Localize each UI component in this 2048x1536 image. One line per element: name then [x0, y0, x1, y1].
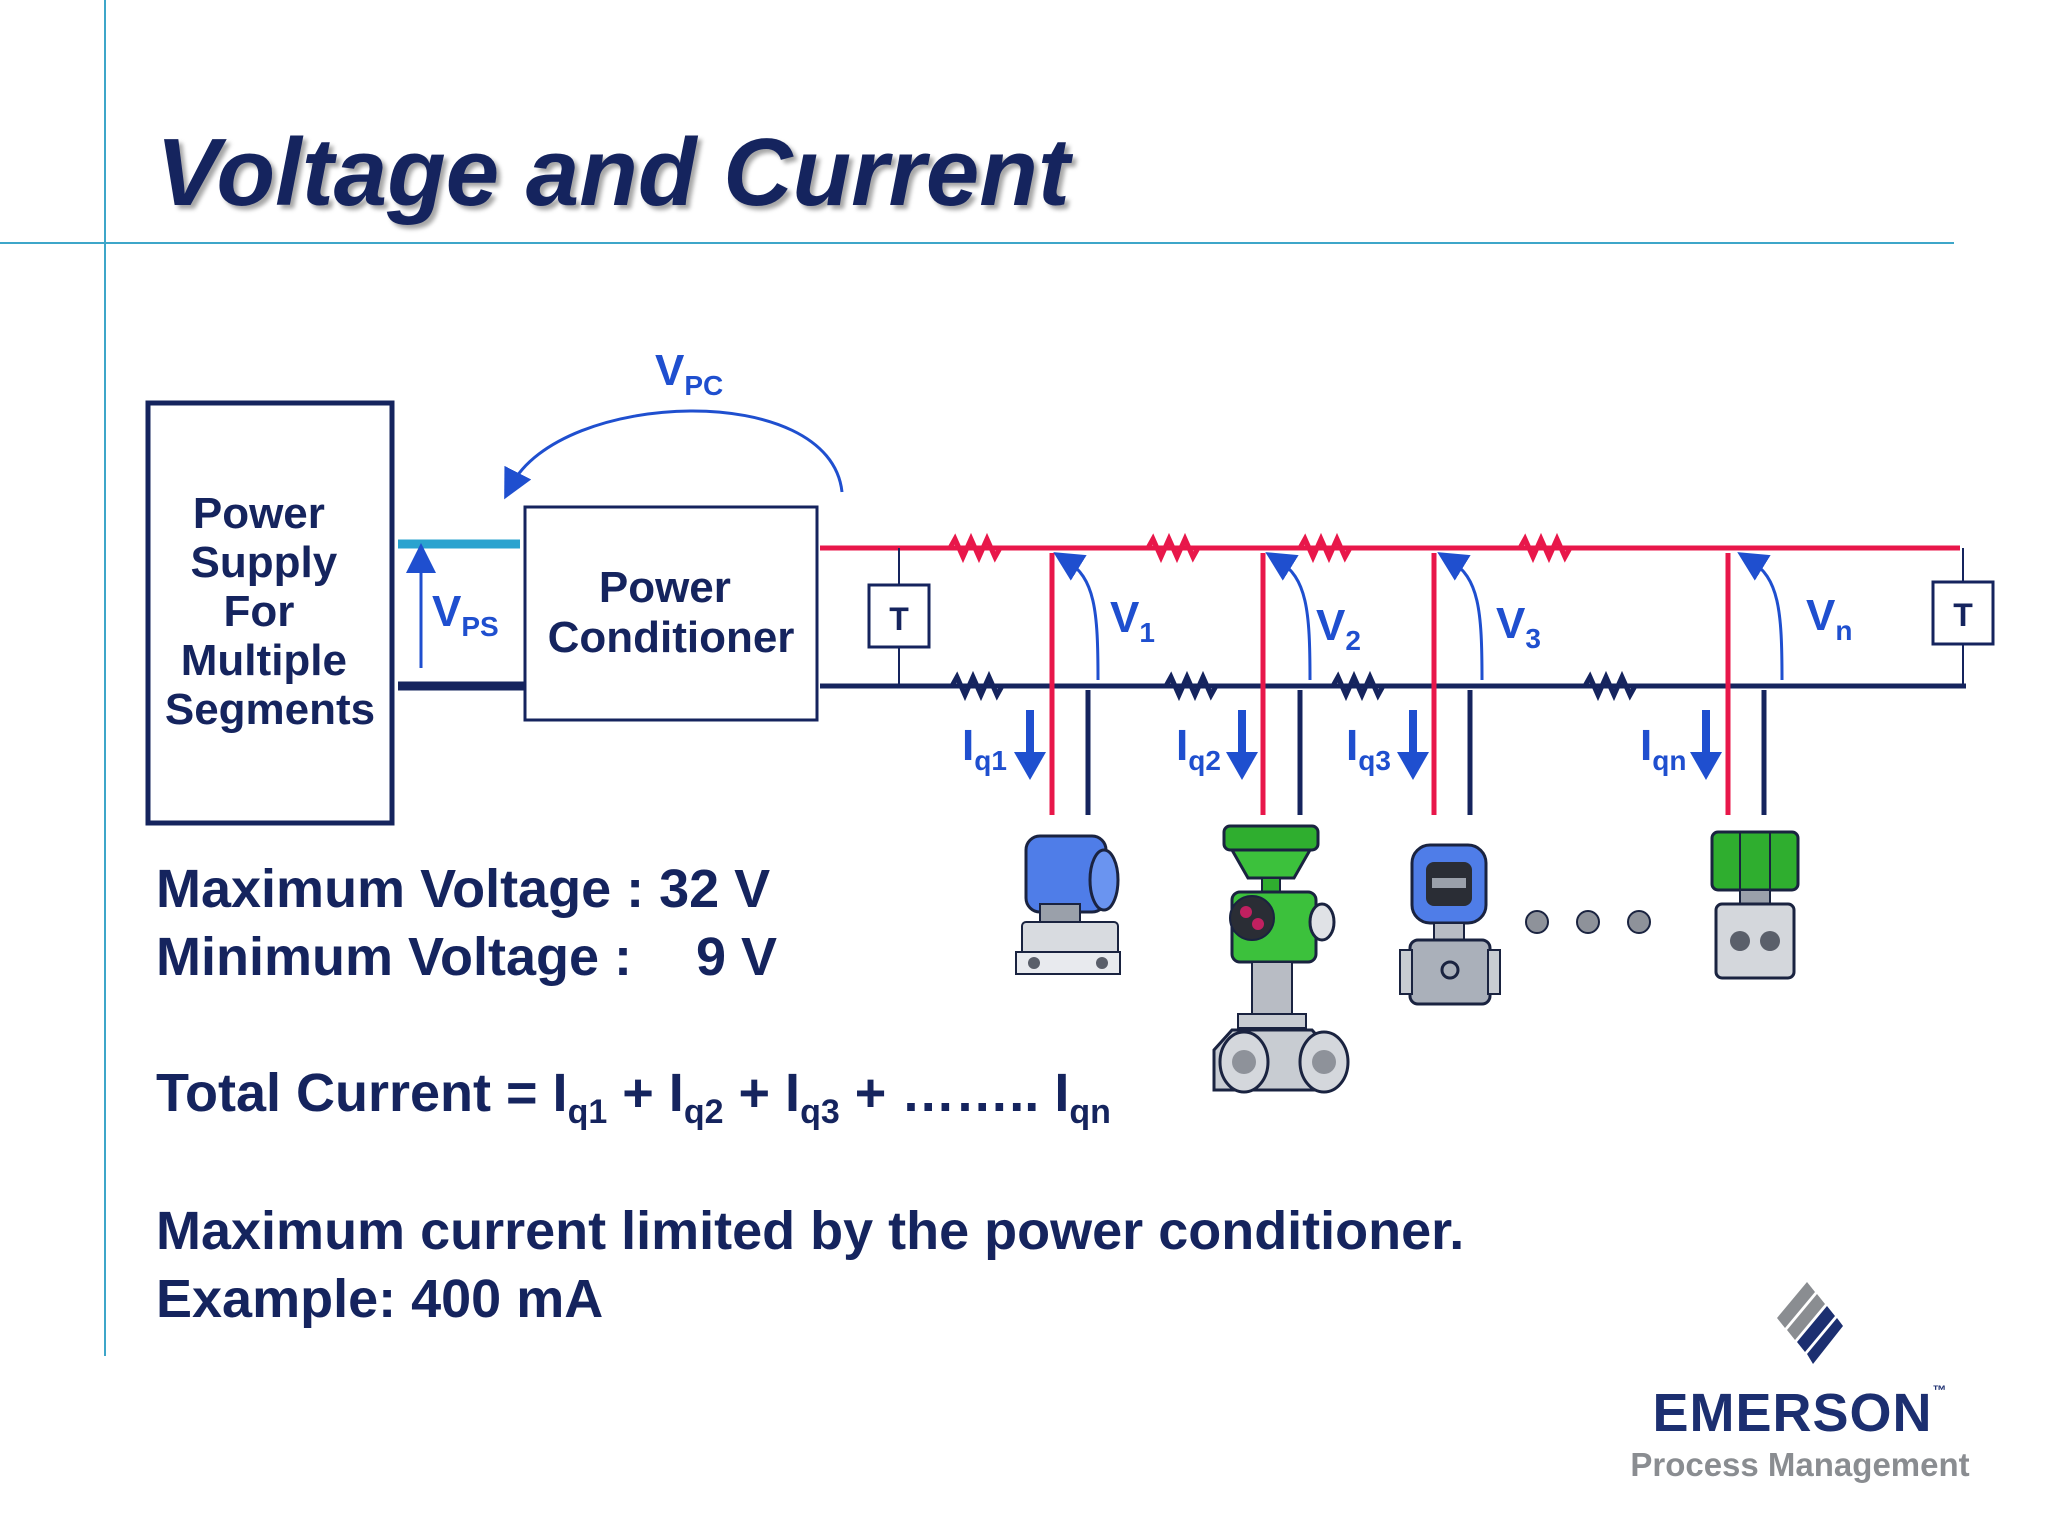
emerson-logo-mark-icon: [1777, 1282, 1843, 1364]
iq3-label: Iq3: [1346, 721, 1391, 776]
svg-text:T: T: [889, 601, 909, 637]
emerson-logo-subtitle: Process Management: [1630, 1446, 1970, 1483]
current-term: Iq3 + ……..: [785, 1063, 1055, 1131]
max-current-text: Maximum current limited by the power con…: [156, 1201, 1465, 1261]
power-conditioner-line: Power: [599, 563, 731, 612]
pressure-transmitter-device: [1015, 834, 1121, 975]
current-term: Iq1 +: [552, 1063, 669, 1131]
flow-meter-device: [1399, 843, 1501, 1006]
spur-n: [1725, 553, 1767, 815]
svg-text:Power Conditioner: Power Conditioner: [548, 563, 795, 662]
v1-label: V1: [1110, 593, 1155, 648]
power-supply-line: Segments: [165, 685, 375, 734]
emerson-logo: EMERSON™ Process Management: [1620, 1280, 1980, 1484]
svg-text:T: T: [1953, 597, 1973, 633]
dp-transmitter-device: [1710, 830, 1800, 980]
vpc-arrow: [504, 409, 844, 500]
v3-label: V3: [1496, 599, 1541, 654]
trunk-positive-resistors: [947, 532, 1573, 564]
power-supply-line: Power: [193, 489, 325, 538]
vertical-accent-line: [104, 0, 106, 1356]
max-voltage-text: Maximum Voltage : 32 V: [156, 859, 771, 919]
v2-arrow: [1265, 552, 1312, 681]
power-supply-line: For: [223, 587, 294, 636]
v1-arrow: [1053, 552, 1100, 681]
iq1-label: Iq1: [962, 721, 1007, 776]
current-arrowheads: [1014, 752, 1722, 780]
power-supply-line: Multiple: [181, 636, 347, 685]
iqn-label: Iqn: [1640, 721, 1686, 776]
power-conditioner-block: Power Conditioner: [523, 505, 819, 722]
spur-1: [1049, 553, 1091, 815]
current-arrows: [1026, 710, 1710, 760]
svg-text:Power Supply For: Power Supply For Multiple Segments: [165, 489, 375, 734]
vpc-label: VPC: [655, 346, 723, 401]
min-voltage-row: Minimum Voltage : 9 V: [156, 926, 777, 988]
power-supply-line: Supply: [191, 538, 338, 587]
spur-2: [1260, 553, 1303, 815]
min-voltage-label: Minimum Voltage :: [156, 927, 633, 987]
v3-arrow: [1437, 552, 1484, 681]
terminator-right: T: [1931, 548, 1995, 686]
current-term: Iqn: [1054, 1063, 1111, 1131]
emerson-logo-name: EMERSON™: [1652, 1382, 1948, 1443]
horizontal-accent-line: [0, 242, 1954, 244]
terminator-left: T: [867, 548, 931, 686]
power-supply-block: Power Supply For Multiple Segments: [145, 400, 395, 826]
vn-label: Vn: [1806, 591, 1852, 646]
slide-title: Voltage and Current: [156, 119, 1070, 226]
total-current-prefix: Total Current =: [156, 1063, 553, 1123]
power-conditioner-line: Conditioner: [548, 613, 795, 662]
vps-label: VPS: [432, 587, 499, 642]
spur-3: [1431, 553, 1473, 815]
current-term: Iq2 +: [668, 1063, 786, 1131]
more-devices-dots: [1525, 910, 1651, 934]
iq2-label: Iq2: [1176, 721, 1221, 776]
total-current-formula: Total Current = Iq1 + Iq2 + Iq3 + …….. I…: [156, 1062, 1111, 1131]
min-voltage-value: 9 V: [696, 927, 778, 987]
control-valve-device: [1212, 824, 1350, 1094]
trunk-negative-resistors: [949, 670, 1638, 702]
example-text: Example: 400 mA: [156, 1269, 604, 1329]
vn-arrow: [1737, 552, 1784, 681]
v2-label: V2: [1316, 601, 1361, 656]
